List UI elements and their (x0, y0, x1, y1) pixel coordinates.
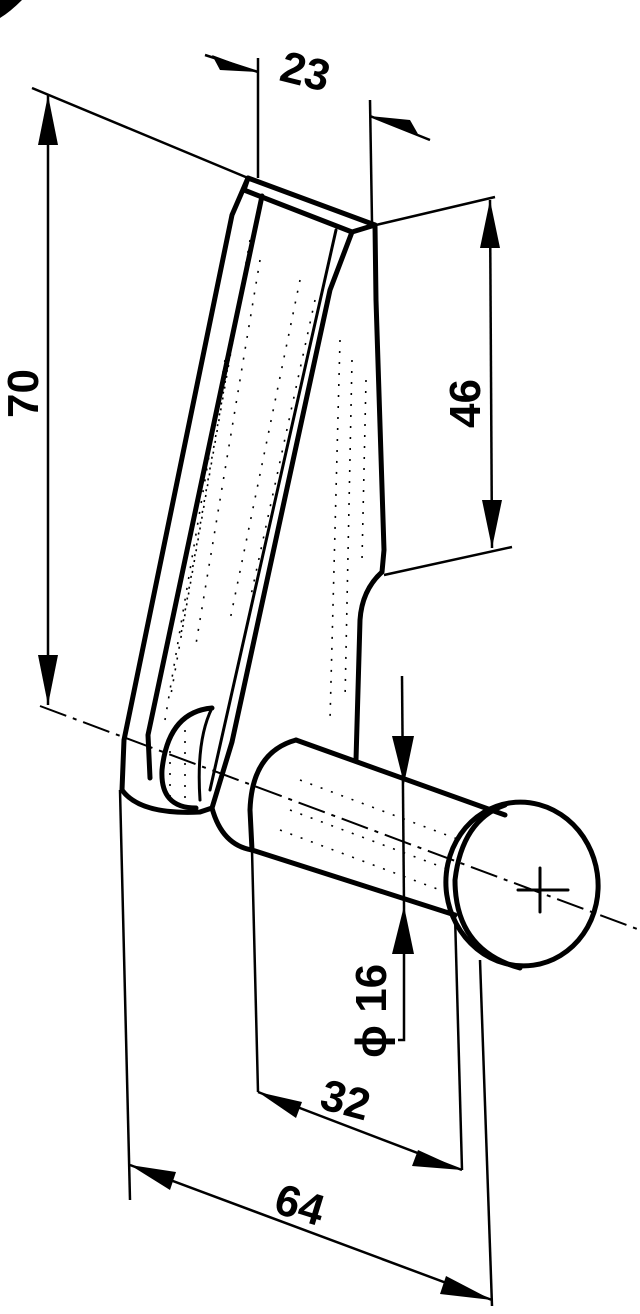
dim-46-label: 46 (441, 379, 490, 428)
dim-70-label: 70 (0, 369, 48, 418)
dim-phi16-label: ϕ 16 (347, 964, 396, 1058)
corner-fragment (0, 0, 22, 18)
crank-body (119, 175, 601, 971)
dimension-lines (31, 53, 513, 1307)
dim-23-label: 23 (276, 42, 335, 101)
dim-64-label: 64 (269, 1175, 331, 1236)
pin-axis (39, 705, 640, 931)
dim-32-label: 32 (315, 1070, 375, 1130)
dimension-arrows (38, 55, 502, 1300)
